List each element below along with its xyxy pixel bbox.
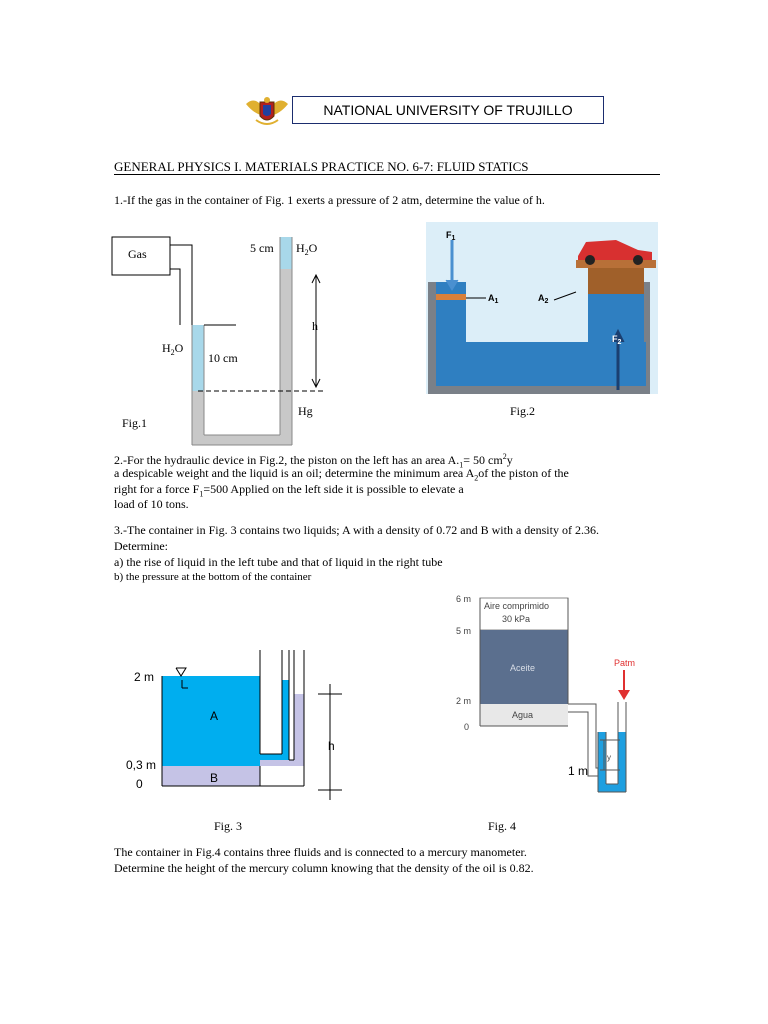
svg-text:Patm: Patm (614, 658, 635, 668)
svg-text:30 kPa: 30 kPa (502, 614, 530, 624)
svg-text:h: h (328, 739, 335, 753)
svg-text:6 m: 6 m (456, 594, 471, 604)
problem-3-line-2: Determine: (114, 539, 168, 553)
mercury-right (280, 269, 292, 435)
problem-2-line-2: a despicable weight and the liquid is an… (114, 466, 569, 483)
figure-2-hydraulic-press: F1 A1 A2 F2 Fig.2 (426, 222, 658, 418)
practice-title: GENERAL PHYSICS I. MATERIALS PRACTICE NO… (114, 159, 529, 174)
svg-text:Aceite: Aceite (510, 663, 535, 673)
svg-text:B: B (210, 771, 218, 785)
gas-box (111, 236, 171, 276)
label-gas: Gas (128, 247, 147, 261)
svg-text:Agua: Agua (512, 710, 533, 720)
label-10cm: 10 cm (208, 351, 238, 365)
label-h: h (312, 319, 318, 333)
label-hg: Hg (298, 404, 313, 418)
liquid-b (162, 766, 260, 786)
problem-4-line-1: The container in Fig.4 contains three fl… (114, 845, 527, 859)
liquid-a (162, 676, 260, 766)
compressed-air (479, 597, 569, 631)
institution-name-box: NATIONAL UNIVERSITY OF TRUJILLO (292, 96, 604, 124)
oil-layer (480, 630, 568, 704)
svg-text:0,3 m: 0,3 m (126, 758, 156, 772)
problem-2-line-1: 2.-For the hydraulic device in Fig.2, th… (114, 452, 513, 470)
svg-text:F2: F2 (612, 334, 622, 346)
svg-text:A1: A1 (488, 293, 499, 305)
figure-1-manometer: 5 cm H2O Gas H2O 10 cm h Hg Fig.1 (111, 236, 324, 446)
svg-text:y: y (607, 753, 611, 762)
fig3-caption: Fig. 3 (214, 819, 242, 833)
problem-3-line-3: a) the rise of liquid in the left tube a… (114, 555, 443, 569)
university-seal-icon (244, 94, 290, 130)
svg-text:A2: A2 (538, 293, 549, 305)
svg-text:2 m: 2 m (134, 670, 154, 684)
mercury-left (192, 391, 204, 435)
label-h2o-left: H2O (162, 341, 184, 357)
water-layer (480, 704, 568, 726)
fig1-caption: Fig.1 (122, 416, 147, 430)
water-column-left (192, 325, 204, 391)
svg-text:0: 0 (464, 722, 469, 732)
fig4-caption: Fig. 4 (488, 819, 516, 833)
problem-3-line-1: 3.-The container in Fig. 3 contains two … (114, 523, 599, 537)
fig2-caption: Fig.2 (510, 404, 535, 418)
problem-4-line-2: Determine the height of the mercury colu… (114, 861, 534, 875)
mercury-bottom (192, 435, 292, 445)
problem-2-line-3: right for a force F1=500 Applied on the … (114, 482, 464, 499)
svg-text:1 m: 1 m (568, 764, 588, 778)
svg-text:2 m: 2 m (456, 696, 471, 706)
svg-text:5 m: 5 m (456, 626, 471, 636)
water-column-right (280, 237, 292, 269)
svg-text:0: 0 (136, 777, 143, 791)
figure-4-three-fluids: 6 m 5 m 2 m 0 1 m Aire comprimido 30 kPa… (456, 594, 635, 833)
svg-text:F1: F1 (446, 230, 456, 242)
figure-3-two-liquids: 2 m 0,3 m 0 A B h Fig. 3 (126, 650, 342, 833)
piston-right (588, 264, 644, 294)
svg-text:A: A (210, 709, 218, 723)
problem-1-text: 1.-If the gas in the container of Fig. 1… (114, 193, 545, 207)
problem-2-line-4: load of 10 tons. (114, 497, 189, 511)
problem-3-line-4: b) the pressure at the bottom of the con… (114, 571, 312, 583)
label-5cm: 5 cm (250, 241, 274, 255)
car-icon (578, 240, 652, 260)
piston-left (436, 294, 466, 300)
title-rule (114, 174, 660, 175)
svg-text:Aire comprimido: Aire comprimido (484, 601, 549, 611)
label-h2o-right: H2O (296, 241, 318, 257)
